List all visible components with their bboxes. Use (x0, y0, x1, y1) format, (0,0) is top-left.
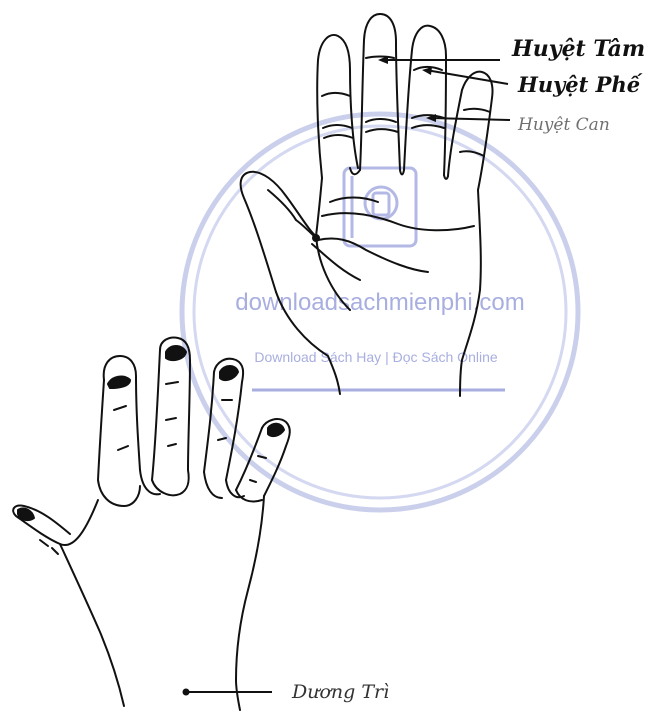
book-icon (344, 168, 416, 246)
duong-tri-marker (183, 689, 273, 696)
watermark-site-text: downloadsachmienphi.com (235, 289, 525, 316)
back-hand (13, 338, 290, 711)
watermark: downloadsachmienphi.com Download Sách Ha… (182, 114, 578, 510)
label-duong-tri: Dương Trì (291, 681, 389, 703)
pointer-huyet-can (430, 118, 510, 120)
pointer-huyet-phe (426, 70, 508, 84)
label-huyet-can: Huyệt Can (517, 115, 610, 135)
label-huyet-phe: Huyệt Phế (517, 72, 643, 97)
label-huyet-tam: Huyệt Tâm (511, 36, 645, 62)
